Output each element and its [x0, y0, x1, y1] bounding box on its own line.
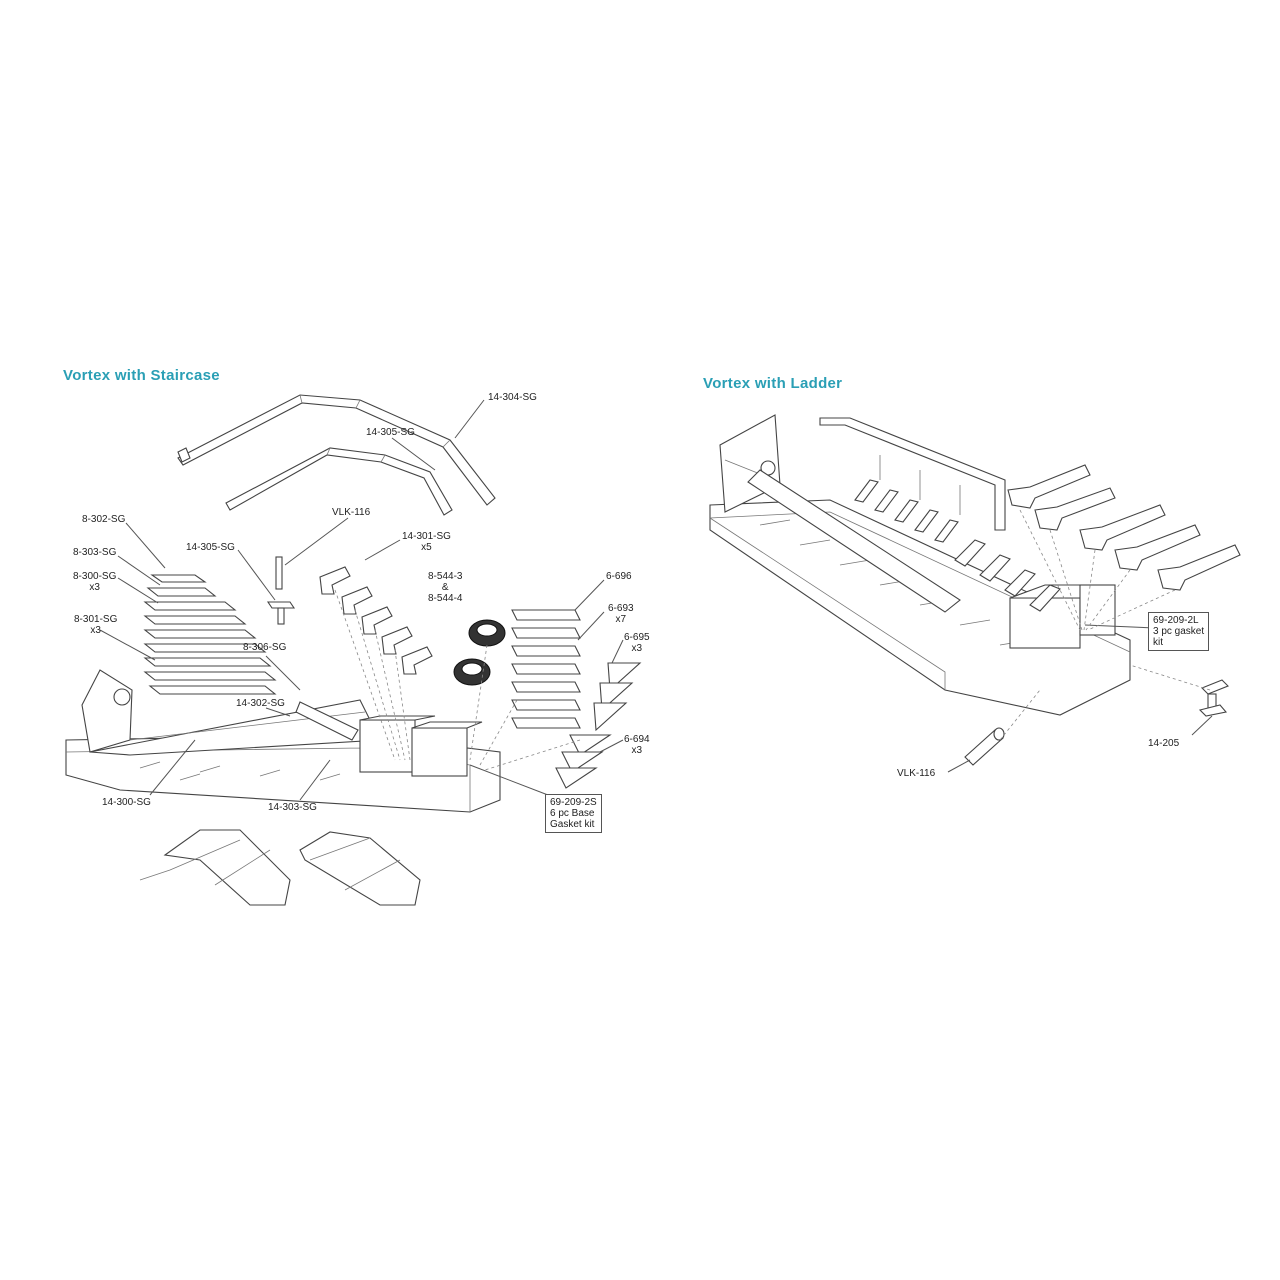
gasket-kit-ladder-box: 69-209-2L 3 pc gasket kit: [1148, 612, 1210, 651]
label-8-303-sg: 8-303-SG: [73, 547, 117, 558]
label-14-305-sg-mid: 14-305-SG: [186, 542, 235, 553]
ladder-elbows: [1007, 464, 1241, 591]
bottom-handrails: [139, 829, 421, 906]
label-8-302-sg: 8-302-SG: [82, 514, 126, 525]
label-14-205: 14-205: [1148, 738, 1180, 749]
label-14-303-sg: 14-303-SG: [268, 802, 317, 813]
label-8-544-4: 8-544-4: [428, 593, 463, 604]
staircase-leaders: [99, 399, 624, 801]
label-6-694-part: 6-694: [624, 734, 650, 745]
label-6-695: 6-695 x3: [624, 632, 650, 654]
ladder-rungs: [854, 479, 1061, 612]
label-vlk-116-staircase: VLK-116: [332, 507, 371, 518]
staircase-title: Vortex with Staircase: [63, 367, 220, 384]
right-steps-stack: [511, 609, 581, 729]
label-6-693: 6-693 x7: [608, 603, 634, 625]
label-8-300-sg-part: 8-300-SG: [73, 571, 117, 582]
label-14-300-sg: 14-300-SG: [102, 797, 151, 808]
elbows-14-301: [319, 566, 433, 675]
label-6-695-part: 6-695: [624, 632, 650, 643]
label-8-544-3: 8-544-3: [428, 571, 463, 582]
ladder-leaders: [947, 509, 1213, 773]
label-8-306-sg: 8-306-SG: [243, 642, 287, 653]
label-14-304-sg: 14-304-SG: [488, 392, 537, 403]
label-14-301-sg-part: 14-301-SG: [402, 531, 451, 542]
label-8-301-sg-qty: x3: [90, 625, 101, 636]
label-vlk-116-ladder: VLK-116: [897, 768, 936, 779]
ladder-vlk-tube: [964, 727, 1005, 766]
gasket-kit-ladder-line1: 69-209-2L: [1153, 615, 1199, 626]
label-6-694-qty: x3: [631, 745, 643, 756]
label-6-694: 6-694 x3: [624, 734, 650, 756]
label-8-301-sg: 8-301-SG x3: [74, 614, 117, 636]
vlk-post: [266, 556, 296, 625]
label-8-300-sg-qty: x3: [89, 582, 100, 593]
ladder-base-frame: [709, 414, 1131, 716]
label-8-301-sg-part: 8-301-SG: [74, 614, 118, 625]
ladder-title: Vortex with Ladder: [703, 375, 843, 392]
label-14-301-sg-qty: x5: [421, 542, 432, 553]
gasket-rings: [453, 619, 506, 686]
gasket-kit-ladder-line3: kit: [1153, 637, 1163, 648]
gasket-kit-ladder-line2: 3 pc gasket: [1153, 626, 1205, 637]
handrail-second: [225, 447, 453, 516]
label-8-544: 8-544-3 & 8-544-4: [428, 571, 462, 604]
gasket-kit-staircase-line3: Gasket kit: [550, 819, 595, 830]
staircase-base-frame: [65, 669, 501, 813]
label-14-301-sg: 14-301-SG x5: [402, 531, 451, 553]
gasket-kit-staircase-line2: 6 pc Base: [550, 808, 595, 819]
label-14-302-sg: 14-302-SG: [236, 698, 285, 709]
label-6-696: 6-696: [606, 571, 632, 582]
label-8-300-sg: 8-300-SG x3: [73, 571, 116, 593]
gasket-kit-staircase-line1: 69-209-2S: [550, 797, 597, 808]
gasket-kit-staircase-box: 69-209-2S 6 pc Base Gasket kit: [545, 794, 602, 833]
label-14-305-sg-top: 14-305-SG: [366, 427, 415, 438]
angled-treads: [555, 662, 642, 789]
label-6-695-qty: x3: [631, 643, 643, 654]
label-8-544-amp: &: [441, 582, 449, 593]
label-6-693-part: 6-693: [608, 603, 634, 614]
handrail-top: [177, 394, 496, 506]
ladder-bracket-14-205: [1198, 679, 1229, 717]
label-6-693-qty: x7: [615, 614, 627, 625]
left-steps-stack: [143, 574, 277, 695]
